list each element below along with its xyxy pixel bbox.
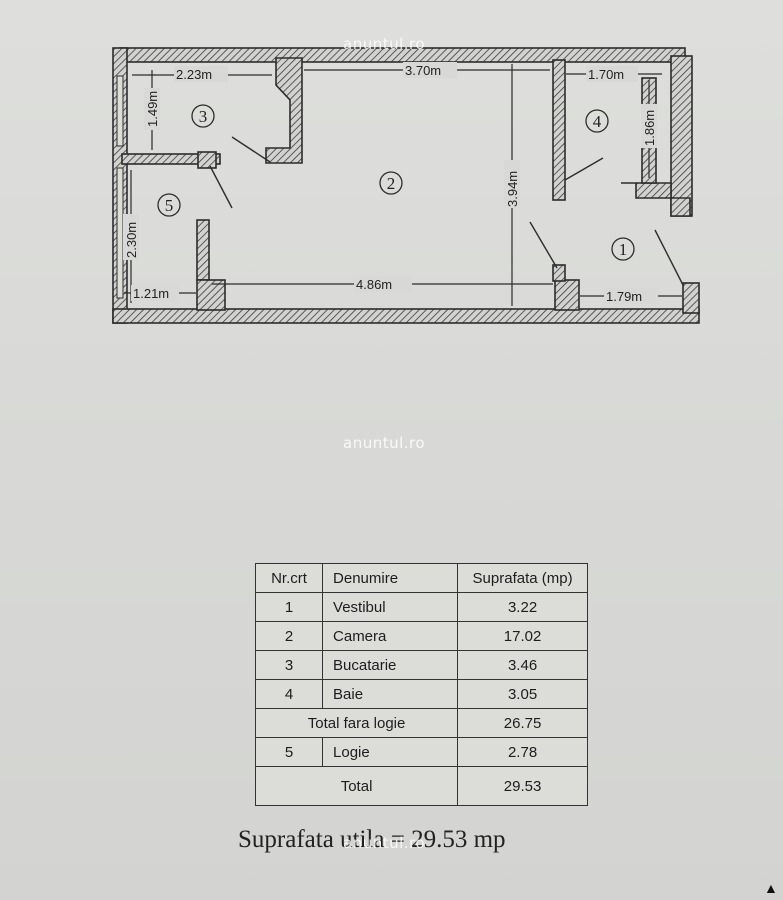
wall-right-lower xyxy=(682,282,700,314)
logia-nr: 5 xyxy=(254,737,324,767)
logia-name: Logie xyxy=(322,737,459,767)
room-marker-1 xyxy=(611,237,635,261)
dim-label-179: 1.79m xyxy=(606,289,642,304)
table-header-row: Nr.crt Denumire Suprafata (mp) xyxy=(254,563,588,593)
row-nr: 2 xyxy=(254,621,324,651)
watermark-top: anuntul.ro xyxy=(343,35,426,53)
room-marker-3 xyxy=(191,104,215,128)
row-name: Camera xyxy=(322,621,459,651)
door-logia xyxy=(209,165,233,209)
corner-mark: ▲ xyxy=(764,880,778,896)
door-entrance xyxy=(654,229,684,286)
dim-label-170: 1.70m xyxy=(588,67,624,82)
row-area: 3.05 xyxy=(457,679,588,709)
door-kitchen xyxy=(231,136,271,163)
logia-area: 2.78 xyxy=(457,737,588,767)
total-label: Total xyxy=(254,766,459,806)
wall-bath-bottom xyxy=(621,182,691,217)
header-name: Denumire xyxy=(322,563,459,593)
dim-label-121: 1.21m xyxy=(133,286,169,301)
wall-right-upper xyxy=(670,55,693,217)
dim-label-230: 2.30m xyxy=(124,222,139,258)
dim-label-186: 1.86m xyxy=(642,110,657,146)
row-area: 3.22 xyxy=(457,592,588,622)
row-name: Bucatarie xyxy=(322,650,459,680)
table-row: 4 Baie 3.05 xyxy=(254,679,588,709)
dim-label-394: 3.94m xyxy=(505,171,520,207)
header-area: Suprafata (mp) xyxy=(457,563,588,593)
room-number-5: 5 xyxy=(165,196,174,215)
row-nr: 3 xyxy=(254,650,324,680)
dim-label-223: 2.23m xyxy=(176,67,212,82)
door-vestibule xyxy=(529,221,558,269)
room-marker-5 xyxy=(157,193,181,217)
wall-bath-left xyxy=(552,59,566,201)
logia-row: 5 Logie 2.78 xyxy=(254,737,588,767)
row-area: 17.02 xyxy=(457,621,588,651)
table-row: 2 Camera 17.02 xyxy=(254,621,588,651)
table-row: 1 Vestibul 3.22 xyxy=(254,592,588,622)
room-marker-2 xyxy=(379,171,403,195)
subtotal-area: 26.75 xyxy=(457,708,588,738)
watermark-middle: anuntul.ro xyxy=(343,434,426,452)
wall-kitchen-bottom xyxy=(121,153,221,165)
area-table: Nr.crt Denumire Suprafata (mp) 1 Vestibu… xyxy=(254,563,588,806)
room-number-4: 4 xyxy=(593,112,602,131)
room-marker-4 xyxy=(585,109,609,133)
wall-kitchen-nib xyxy=(197,151,217,169)
row-nr: 4 xyxy=(254,679,324,709)
wall-vestibule-left xyxy=(554,279,580,311)
room-number-3: 3 xyxy=(199,107,208,126)
room-number-1: 1 xyxy=(619,240,628,259)
total-area: 29.53 xyxy=(457,766,588,806)
window-left xyxy=(116,167,124,299)
dim-label-149: 1.49m xyxy=(145,91,160,127)
row-name: Vestibul xyxy=(322,592,459,622)
room-number-2: 2 xyxy=(387,174,396,193)
subtotal-label: Total fara logie xyxy=(254,708,459,738)
header-nr: Nr.crt xyxy=(254,563,324,593)
wall-logia-divider xyxy=(196,219,210,281)
wall-vestibule-nib xyxy=(552,264,566,282)
wall-kitchen-column xyxy=(265,57,303,164)
wall-bottom xyxy=(112,308,700,324)
row-name: Baie xyxy=(322,679,459,709)
row-area: 3.46 xyxy=(457,650,588,680)
door-bath xyxy=(564,157,604,181)
total-row: Total 29.53 xyxy=(254,766,588,806)
watermark-bottom: anuntul.ro xyxy=(343,834,426,852)
usable-area-summary: Suprafata utila = 29.53 mp xyxy=(238,826,506,853)
table-row: 3 Bucatarie 3.46 xyxy=(254,650,588,680)
dim-label-486: 4.86m xyxy=(356,277,392,292)
wall-logia-base xyxy=(196,279,226,311)
window-left-kitchen xyxy=(116,75,124,147)
subtotal-row: Total fara logie 26.75 xyxy=(254,708,588,738)
dim-label-370: 3.70m xyxy=(405,63,441,78)
row-nr: 1 xyxy=(254,592,324,622)
